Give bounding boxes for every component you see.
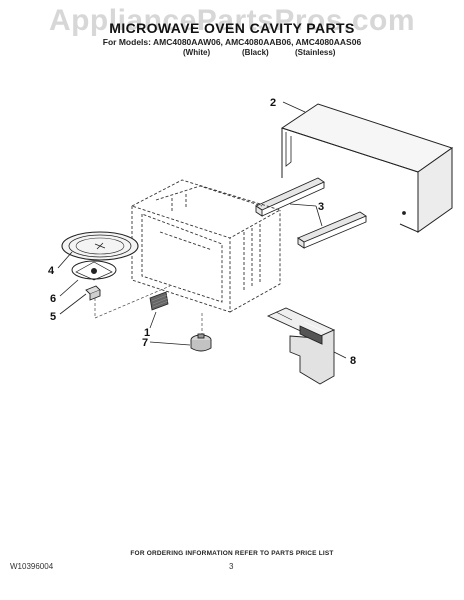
- leader-lines: [57, 101, 347, 359]
- callout-1: 1: [144, 327, 150, 339]
- callout-6: 6: [50, 293, 56, 305]
- rail-upper: [255, 177, 325, 217]
- cabinet-wrapper: [280, 103, 454, 233]
- coupler: [85, 285, 101, 301]
- turntable-motor: [190, 333, 212, 352]
- callout-8: 8: [350, 355, 356, 367]
- bracket-assembly: [266, 307, 336, 385]
- callout-2: 2: [270, 97, 276, 109]
- page-title: MICROWAVE OVEN CAVITY PARTS: [109, 20, 355, 36]
- turntable-tray: [61, 231, 139, 261]
- waveguide-cover: [149, 291, 169, 311]
- color-label-stainless: (Stainless): [295, 48, 336, 57]
- document-number: W10396004: [10, 562, 54, 571]
- callout-5: 5: [50, 311, 56, 323]
- rail-lower: [297, 211, 367, 249]
- page-number: 3: [229, 562, 234, 571]
- models-line: For Models: AMC4080AAW06, AMC4080AAB06, …: [102, 37, 362, 47]
- callout-4: 4: [48, 265, 55, 277]
- color-label-black: (Black): [242, 48, 269, 57]
- color-label-white: (White): [183, 48, 211, 57]
- ordering-note: FOR ORDERING INFORMATION REFER TO PARTS …: [130, 550, 334, 557]
- callout-7: 7: [142, 337, 148, 349]
- watermark-text: AppliancePartsPros.com: [48, 4, 416, 37]
- roller-support: [71, 260, 117, 281]
- assembly-lines: [94, 285, 203, 336]
- callout-3: 3: [318, 201, 324, 213]
- oven-cavity: [130, 179, 282, 313]
